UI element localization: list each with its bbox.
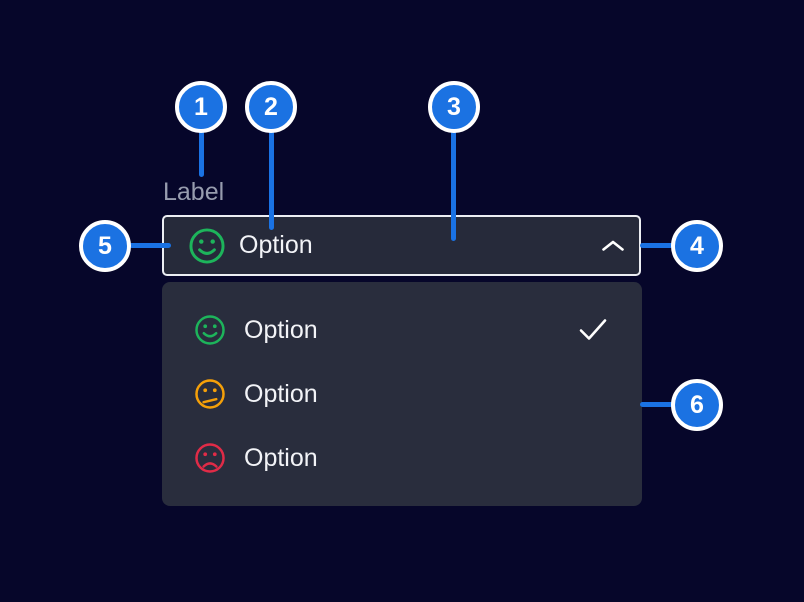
chevron-up-icon (601, 239, 625, 253)
menu-option-happy[interactable]: Option (162, 298, 642, 362)
happy-face-icon (188, 227, 226, 265)
annotation-badge-2: 2 (245, 81, 297, 133)
select-trigger[interactable]: Option (162, 215, 641, 276)
annotation-badge-4: 4 (671, 220, 723, 272)
select-value: Option (239, 231, 313, 259)
annotation-badge-1: 1 (175, 81, 227, 133)
connector-line-1 (199, 130, 204, 177)
connector-line-2 (269, 130, 274, 230)
connector-line-5 (129, 243, 171, 248)
menu-option-label: Option (244, 443, 318, 472)
menu-option-label: Option (244, 315, 318, 344)
menu-option-neutral[interactable]: Option (162, 362, 642, 426)
connector-line-3 (451, 130, 456, 241)
sad-face-icon (194, 442, 226, 474)
connector-line-6 (640, 402, 673, 407)
annotation-badge-5: 5 (79, 220, 131, 272)
annotation-badge-6: 6 (671, 379, 723, 431)
checkmark-icon (578, 318, 608, 342)
dropdown-menu: Option Option (162, 282, 642, 506)
annotation-badge-3: 3 (428, 81, 480, 133)
menu-option-label: Option (244, 379, 318, 408)
connector-line-4 (640, 243, 673, 248)
happy-face-icon (194, 314, 226, 346)
select-label: Label (163, 178, 225, 206)
menu-option-sad[interactable]: Option (162, 426, 642, 490)
neutral-face-icon (194, 378, 226, 410)
